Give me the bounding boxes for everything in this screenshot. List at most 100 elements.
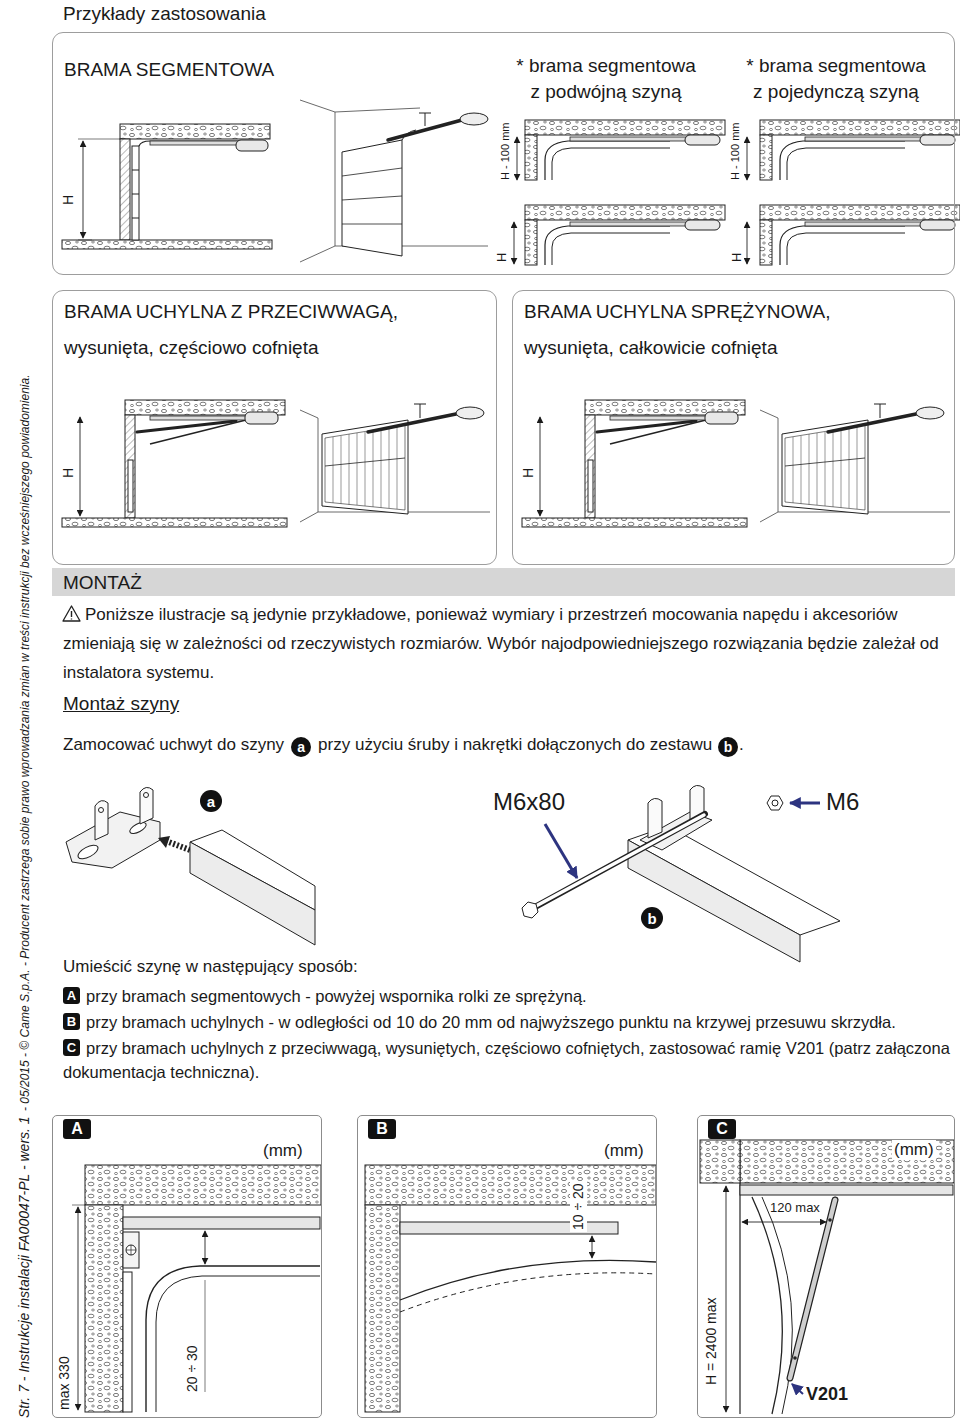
counterweight-arm-detail <box>793 1356 797 1360</box>
instruction-text: Umieścić szynę w następujący sposób: <box>63 957 358 977</box>
callout-letter: a <box>200 790 222 812</box>
dimension-label: 20 ÷ 30 <box>184 1345 201 1392</box>
callout-letter: a <box>291 737 311 757</box>
sectional-rail-detail <box>72 1165 321 1412</box>
rail-assembly <box>535 814 705 907</box>
counterweight-arm-detail <box>700 1140 954 1414</box>
up-and-over-figures <box>522 400 950 527</box>
rail-bracket <box>66 787 315 945</box>
up-and-over-rail-detail <box>400 1273 656 1312</box>
rail-assembly <box>772 800 778 806</box>
counterweight-arm-detail <box>726 1186 727 1412</box>
up-and-over-figures <box>62 400 950 527</box>
unit-note: (mm) <box>263 1141 303 1161</box>
dimension-label: H = 2400 max <box>703 1297 720 1385</box>
counterweight-arm-detail <box>790 1200 835 1378</box>
detail-frame: (mm) C <box>697 1115 955 1418</box>
dimension-label: 120 max <box>770 1200 820 1216</box>
rail-bracket <box>128 820 148 836</box>
sectional-door-figure <box>62 240 272 249</box>
rail-bracket <box>95 801 108 840</box>
sectional-door-figure <box>132 170 139 218</box>
rail-figures <box>760 205 960 265</box>
part-name: V201 <box>806 1384 848 1406</box>
rail-bracket <box>140 787 153 824</box>
subsection-heading: Montaż szyny <box>63 693 179 716</box>
dimension-label: H - 100 mm <box>499 123 512 180</box>
part-name: M6x80 <box>493 788 565 817</box>
list-letter: C <box>63 1039 80 1056</box>
callout-text: B <box>67 1015 76 1028</box>
counterweight-arm-detail <box>762 1197 792 1414</box>
rail-assembly <box>522 902 538 918</box>
sectional-rail-detail <box>85 1205 123 1412</box>
panel-heading: * brama segmentowa z pojedynczą szyną <box>742 53 930 104</box>
sectional-door-figure <box>236 140 268 151</box>
list-item: przy bramach uchylnych z przeciwwagą, wy… <box>63 1036 953 1084</box>
part-name: M6 <box>826 788 859 817</box>
callout-text: a <box>207 794 215 809</box>
sectional-rail-detail <box>78 1207 79 1410</box>
footer-note: - 05/2015 - © Came S.p.A. - Producent za… <box>18 375 32 1112</box>
warning-symbol <box>71 611 72 620</box>
rail-assembly <box>522 785 840 962</box>
callout-text: a <box>297 740 305 754</box>
warning-symbol <box>63 606 80 621</box>
dimension-label: H <box>60 468 77 478</box>
page-heading: Przykłady zastosowania <box>63 3 266 26</box>
frame-letter: C <box>708 1119 736 1139</box>
unit-note: (mm) <box>892 1140 936 1160</box>
sectional-rail-detail <box>126 1245 136 1255</box>
callout-text: C <box>716 1121 728 1137</box>
up-and-over-rail-detail <box>592 1236 593 1258</box>
list-letter: A <box>63 987 80 1004</box>
callout-text: A <box>67 989 76 1002</box>
garage-perspective <box>419 113 431 126</box>
rail-figures <box>514 222 515 264</box>
rail-assembly <box>536 815 704 906</box>
up-and-over-figures <box>62 400 490 527</box>
warning-note: Poniższe ilustracje są jedynie przykłado… <box>63 600 948 687</box>
list-letter: B <box>63 1013 80 1030</box>
rail-figures <box>747 137 748 180</box>
sectional-rail-detail <box>123 1232 139 1268</box>
dimension-label: H - 100 mm <box>729 123 742 180</box>
rail-assembly <box>545 824 577 878</box>
rail-figures <box>747 222 748 264</box>
panel-heading: BRAMA UCHYLNA SPRĘŻYNOWA, <box>524 301 949 324</box>
sectional-rail-detail <box>72 1205 85 1206</box>
up-and-over-rail-detail <box>365 1165 656 1205</box>
sectional-door-figure <box>139 141 240 146</box>
example-panel: BRAMA UCHYLNA Z PRZECIWWAGĄ,wysunięta, c… <box>52 290 497 565</box>
sectional-rail-detail <box>146 1266 320 1412</box>
panel-heading: BRAMA UCHYLNA Z PRZECIWWAGĄ, <box>64 301 489 324</box>
callout-letter: b <box>718 737 738 757</box>
rail-figures <box>525 205 725 265</box>
rail-figures <box>514 120 960 265</box>
callout-text: b <box>647 911 656 926</box>
dimension-label: H <box>60 195 77 205</box>
section-heading: MONTAŻ <box>63 572 142 595</box>
sectional-door-figure <box>120 139 130 240</box>
dimension-label: H <box>520 468 537 478</box>
rail-assembly <box>648 798 662 838</box>
sectional-door-figure <box>120 124 270 139</box>
callout-text: b <box>724 740 733 754</box>
detail-frame: (mm)B <box>357 1115 657 1418</box>
counterweight-arm-detail <box>739 1183 740 1414</box>
dimension-label: H <box>729 253 745 262</box>
frame-letter: A <box>63 1119 91 1139</box>
up-and-over-rail-detail <box>365 1165 656 1412</box>
panel-heading: BRAMA SEGMENTOWA <box>64 59 484 82</box>
sectional-rail-detail <box>123 1272 132 1412</box>
frame-letter: B <box>368 1119 396 1139</box>
sectional-door-figure <box>78 139 120 240</box>
sectional-rail-detail <box>85 1165 321 1205</box>
counterweight-arm-detail <box>792 1384 803 1394</box>
dimension-label: H <box>494 253 510 262</box>
example-panel: BRAMA UCHYLNA SPRĘŻYNOWA, wysunięta, całk… <box>512 290 955 565</box>
rail-figures <box>525 120 725 180</box>
garage-perspective <box>300 100 488 262</box>
panel-heading: wysunięta, całkowicie cofnięta <box>524 337 949 360</box>
sectional-rail-detail <box>126 1245 136 1255</box>
